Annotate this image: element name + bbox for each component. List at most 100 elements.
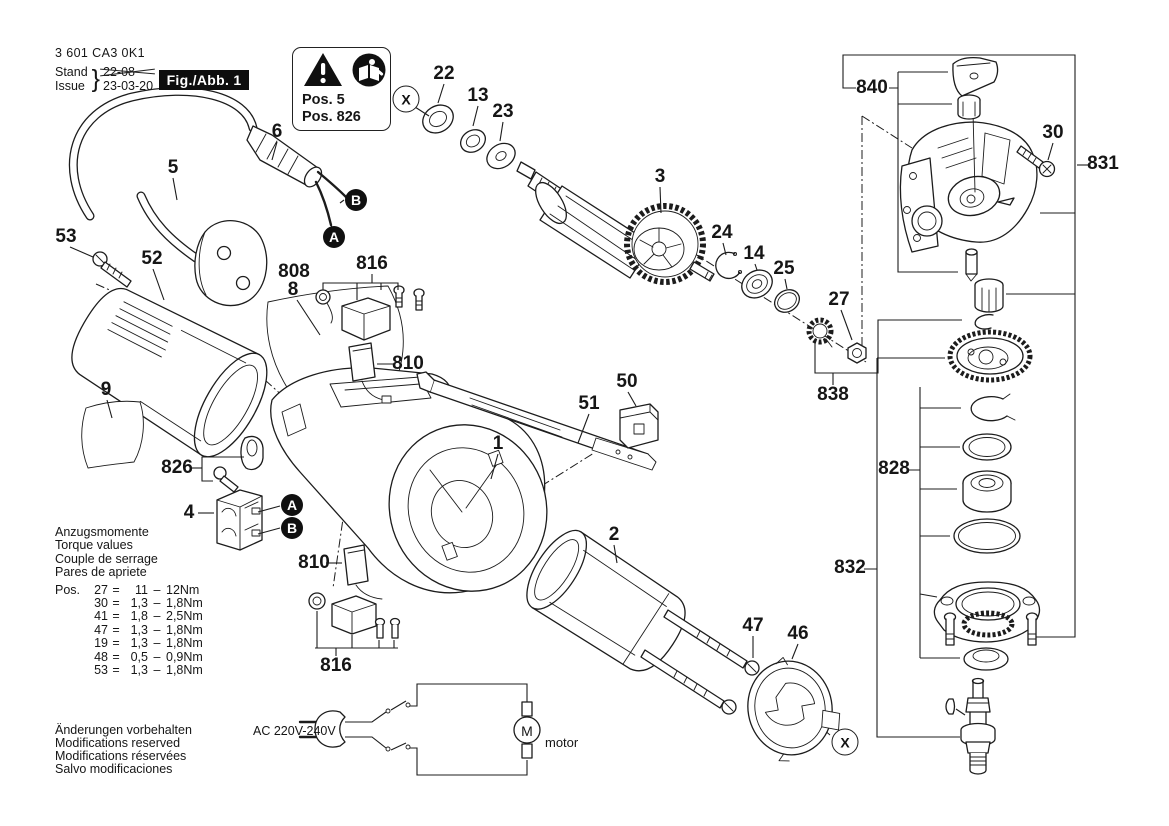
bearing-stack [953, 393, 1021, 554]
torque-row: 30=1,3–1,8Nm [94, 596, 203, 611]
needle-bushing [974, 278, 1004, 330]
torque-row: 53=1,3–1,8Nm [94, 663, 203, 678]
wire-marker-a-block: A [281, 494, 303, 516]
issue-label: Issue [55, 79, 85, 93]
figure-badge: Fig./Abb. 1 [159, 70, 249, 90]
wire-marker-a-cord: A [323, 226, 345, 248]
callout-51: 51 [578, 393, 600, 414]
gear-housing [899, 111, 1038, 253]
revision-block: Stand Issue } 22-08 23-03-20 [55, 65, 153, 93]
motor-symbol: M [521, 723, 533, 739]
footer-line-de: Änderungen vorbehalten [55, 723, 192, 737]
warning-triangle-icon [302, 51, 344, 94]
motor-housing [270, 367, 548, 594]
notice-box: Pos. 5 Pos. 826 [292, 47, 391, 131]
callout-2: 2 [608, 524, 620, 545]
flange-screw-left [943, 612, 957, 646]
callout-53: 53 [55, 226, 77, 247]
callout-50: 50 [616, 371, 638, 392]
read-manual-icon [351, 52, 387, 93]
spindle-lock-button-set [952, 56, 999, 282]
bearing-flange [933, 581, 1041, 671]
motor-symbol-circle [513, 716, 541, 744]
torque-heading-de: Anzugsmomente [55, 525, 149, 539]
callout-840: 840 [856, 77, 888, 98]
callout-826: 826 [161, 457, 193, 478]
power-cord [68, 87, 258, 263]
wire-marker-b-cord: B [345, 189, 367, 211]
torque-row: Pos.27=11–12Nm [55, 582, 200, 597]
footer-line-fr: Modifications réservées [55, 748, 187, 763]
footer-line-es: Salvo modificaciones [55, 761, 173, 776]
stand-value-struck: 22-08 [103, 65, 136, 79]
brush-holder-set-bottom [308, 592, 401, 639]
torque-heading-fr: Couple de serrage [55, 551, 158, 566]
group-brackets [201, 54, 1088, 738]
notice-pos-5: Pos. 5 [302, 92, 345, 108]
notice-pos-826: Pos. 826 [302, 108, 361, 125]
axis-marker-x-bottom: X [831, 728, 859, 756]
issue-value: 23-03-20 [103, 79, 154, 93]
switch [619, 403, 659, 449]
callout-828: 828 [878, 458, 910, 479]
torque-table: Anzugsmomente Torque values Couple de se… [55, 525, 203, 678]
assembly-screws [640, 609, 760, 715]
callout-27: 27 [828, 289, 850, 310]
callout-6: 6 [271, 121, 283, 142]
torque-row: 47=1,3–1,8Nm [94, 622, 203, 637]
callout-810-bottom: 810 [298, 552, 330, 573]
spindle-gear-set [715, 251, 867, 364]
crown-gear [947, 329, 1033, 383]
callout-832: 832 [834, 557, 866, 578]
wiring-diagram [298, 683, 541, 776]
callout-831: 831 [1087, 153, 1119, 174]
brush-holder-screws-top [393, 285, 425, 311]
label-panel-9 [81, 400, 144, 469]
footer-line-en: Modifications reserved [55, 735, 181, 750]
footer-notes: Änderungen vorbehalten Modifications res… [55, 724, 192, 776]
callout-810-top: 810 [392, 353, 424, 374]
torque-row: 48=0,5–0,9Nm [94, 649, 203, 664]
mains-plug [194, 220, 268, 307]
terminal-block [216, 489, 263, 551]
callout-52: 52 [141, 248, 163, 269]
screw-53 [92, 251, 132, 288]
screw-30 [1016, 145, 1056, 178]
spindle-key [945, 698, 956, 715]
title-block: 3 601 CA3 0K1 Stand Issue } 22-08 23-03-… [55, 46, 153, 93]
motor-label: motor [545, 735, 579, 750]
callout-816-bottom: 816 [320, 655, 352, 676]
torque-heading-en: Torque values [55, 538, 133, 553]
type-number: 3 601 CA3 0K1 [55, 46, 145, 60]
callout-816-top: 816 [356, 253, 388, 274]
callout-1: 1 [492, 433, 504, 454]
flange-screw-right [1025, 612, 1039, 646]
callout-5: 5 [167, 157, 179, 178]
callout-14: 14 [743, 243, 765, 264]
callout-808: 808 [278, 261, 310, 282]
callout-46: 46 [787, 623, 809, 644]
callout-13: 13 [467, 85, 489, 106]
torque-row: 41=1,8–2,5Nm [94, 609, 203, 624]
callout-24: 24 [711, 222, 733, 243]
callout-3: 3 [654, 166, 666, 187]
button-set-826 [213, 435, 264, 493]
torque-row: 19=1,3–1,8Nm [94, 636, 203, 651]
axis-marker-x-top: X [392, 85, 420, 113]
wire-marker-b-block: B [281, 517, 303, 539]
callout-47: 47 [742, 615, 764, 636]
air-baffle [747, 656, 841, 762]
stator [526, 529, 686, 672]
cord-grip [246, 125, 348, 227]
revision-brace: } [91, 64, 101, 93]
stand-label: Stand [55, 65, 88, 79]
callout-25: 25 [773, 258, 795, 279]
voltage-label: AC 220V-240V [253, 724, 336, 738]
switch-slider [416, 371, 657, 471]
rear-housing-cover [71, 287, 268, 458]
callout-30: 30 [1042, 122, 1064, 143]
armature [422, 104, 715, 285]
torque-heading-es: Pares de apriete [55, 565, 147, 580]
